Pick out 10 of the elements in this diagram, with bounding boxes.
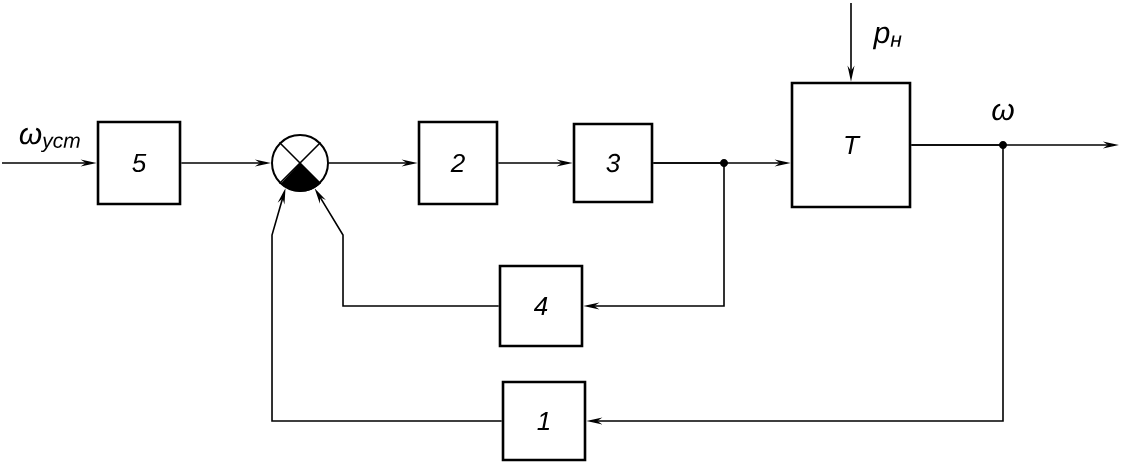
block-box: 2 [417,120,499,206]
block-box: 3 [572,122,654,204]
block-box: 5 [96,120,182,206]
signal-label: ω$_{уст}$ [17,126,83,154]
block-box: Т [790,81,912,209]
signal-label: p$_{н}$ [872,25,904,51]
signal-label: ω [990,102,1016,122]
block-box: 1 [501,380,587,462]
summing-junction [271,134,329,192]
block-box: 4 [498,264,584,348]
